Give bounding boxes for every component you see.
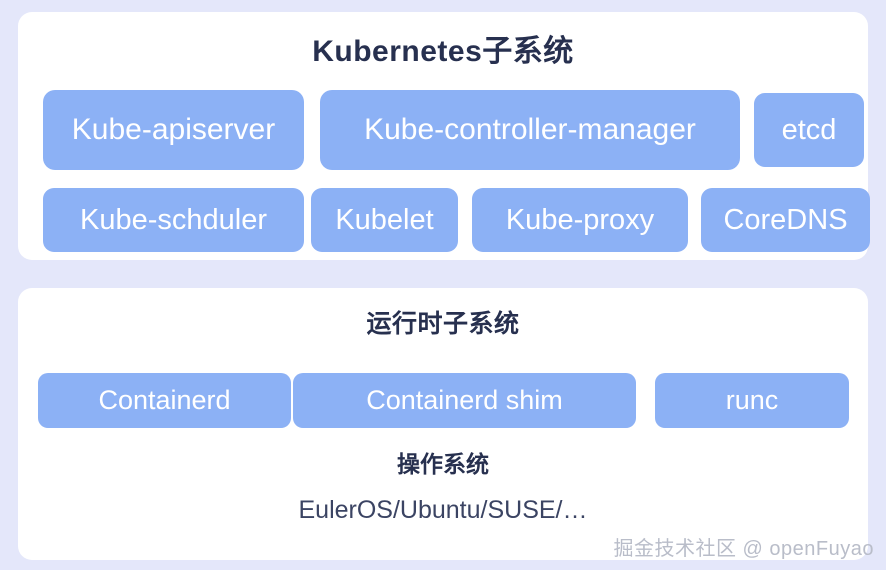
component-etcd[interactable]: etcd	[754, 93, 864, 167]
component-kube-apiserver[interactable]: Kube-apiserver	[43, 90, 304, 170]
component-containerd[interactable]: Containerd	[38, 373, 291, 428]
kubernetes-subsystem-title: Kubernetes子系统	[312, 35, 574, 68]
operating-system-title: 操作系统	[397, 451, 489, 477]
runtime-subsystem-title: 运行时子系统	[366, 310, 520, 338]
component-kube-controller-manager[interactable]: Kube-controller-manager	[320, 90, 740, 170]
component-runc[interactable]: runc	[655, 373, 849, 428]
component-coredns[interactable]: CoreDNS	[701, 188, 870, 252]
operating-system-list: EulerOS/Ubuntu/SUSE/…	[298, 496, 588, 524]
runtime-subsystem-card: 运行时子系统 Containerd Containerd shim runc 操…	[18, 288, 868, 560]
component-containerd-shim[interactable]: Containerd shim	[293, 373, 636, 428]
watermark: 掘金技术社区 @ openFuyao	[613, 538, 874, 560]
component-kubelet[interactable]: Kubelet	[311, 188, 458, 252]
component-kube-proxy[interactable]: Kube-proxy	[472, 188, 688, 252]
component-kube-scheduler[interactable]: Kube-schduler	[43, 188, 304, 252]
kubernetes-subsystem-card: Kubernetes子系统 Kube-apiserver Kube-contro…	[18, 12, 870, 260]
